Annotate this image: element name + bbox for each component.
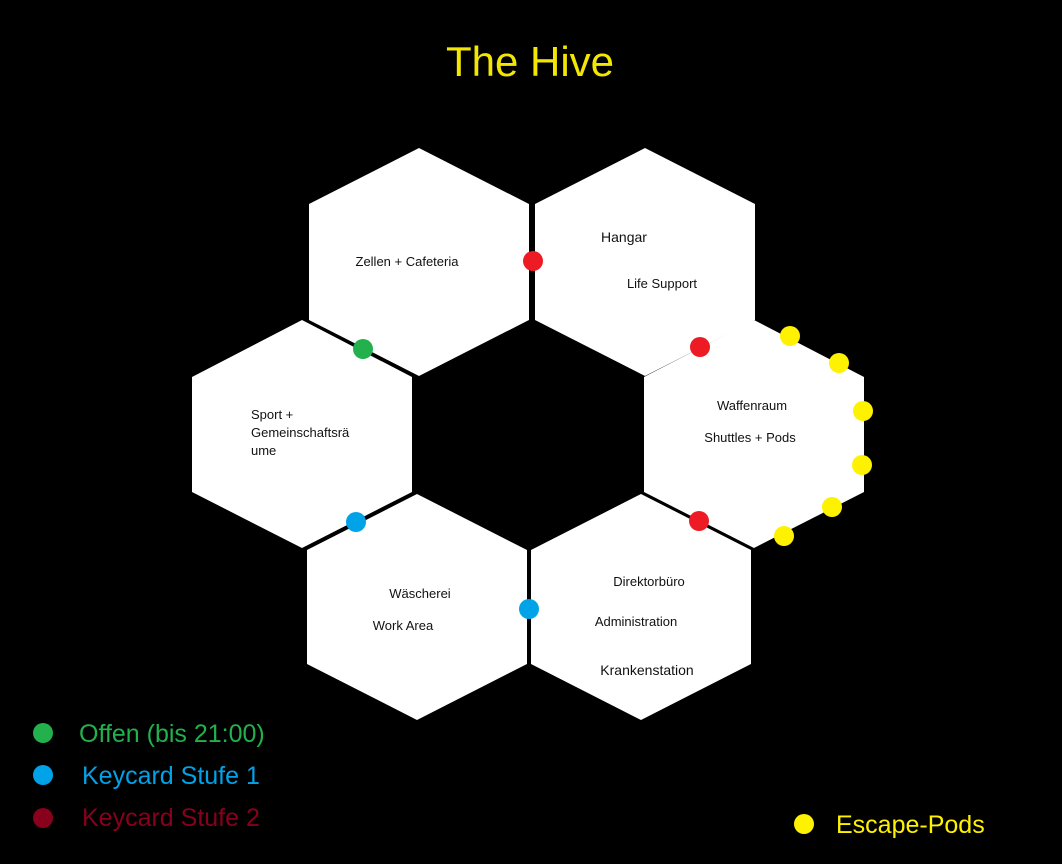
room-sport-gemeinschaftsraeume: Sport + Gemeinschaftsrä ume	[192, 320, 412, 548]
room-label: Hangar	[601, 229, 647, 245]
room-label: Shuttles + Pods	[704, 430, 796, 445]
room-hexagon	[309, 148, 529, 376]
room-hexagon	[307, 494, 527, 720]
legend-label: Offen (bis 21:00)	[79, 720, 265, 748]
room-hexagon	[644, 320, 864, 548]
map-title: The Hive	[446, 38, 614, 85]
room-hexagon	[531, 494, 751, 720]
legend-item-open: Offen (bis 21:00)	[33, 720, 265, 748]
room-label: Wäscherei	[389, 586, 451, 601]
legend-dot	[33, 808, 53, 828]
legend-dot	[33, 765, 53, 785]
door-waffen-direktor[interactable]	[689, 511, 709, 531]
legend-item-keycard-2: Keycard Stufe 2	[33, 804, 260, 832]
escape-pod[interactable]	[774, 526, 794, 546]
room-label: Gemeinschaftsrä	[251, 425, 350, 440]
room-label: ume	[251, 443, 276, 458]
room-waescherei-work-area: Wäscherei Work Area	[307, 494, 527, 720]
escape-pod[interactable]	[780, 326, 800, 346]
legend-item-keycard-1: Keycard Stufe 1	[33, 762, 260, 790]
room-zellen-cafeteria: Zellen + Cafeteria	[309, 148, 529, 376]
room-waffenraum-shuttles: Waffenraum Shuttles + Pods	[644, 320, 864, 548]
escape-pod[interactable]	[852, 455, 872, 475]
legend-label: Keycard Stufe 2	[82, 804, 260, 832]
escape-pod[interactable]	[822, 497, 842, 517]
door-sport-waesche[interactable]	[346, 512, 366, 532]
room-label: Sport +	[251, 407, 293, 422]
room-label: Work Area	[373, 618, 434, 633]
door-zellen-hangar[interactable]	[523, 251, 543, 271]
legend-label: Keycard Stufe 1	[82, 762, 260, 790]
room-label: Waffenraum	[717, 398, 787, 413]
room-hexagon	[192, 320, 412, 548]
escape-pods	[774, 326, 873, 546]
room-label: Direktorbüro	[613, 574, 685, 589]
legend-label: Escape-Pods	[836, 811, 985, 839]
door-waesche-direktor[interactable]	[519, 599, 539, 619]
doors	[346, 251, 710, 619]
door-zellen-sport[interactable]	[353, 339, 373, 359]
room-label: Life Support	[627, 276, 697, 291]
legend-dot	[794, 814, 814, 834]
room-label: Krankenstation	[600, 662, 693, 678]
door-hangar-waffen[interactable]	[690, 337, 710, 357]
legend-dot	[33, 723, 53, 743]
room-hangar-life-support: Hangar Life Support	[535, 148, 755, 376]
room-label: Administration	[595, 614, 677, 629]
room-hexagon	[535, 148, 755, 376]
escape-pod[interactable]	[829, 353, 849, 373]
legend: Offen (bis 21:00) Keycard Stufe 1 Keycar…	[33, 720, 985, 839]
escape-pod[interactable]	[853, 401, 873, 421]
legend-item-escape-pods: Escape-Pods	[794, 811, 985, 839]
room-direktorbuero-administration: Direktorbüro Administration Krankenstati…	[531, 494, 751, 720]
room-label: Zellen + Cafeteria	[356, 254, 460, 269]
